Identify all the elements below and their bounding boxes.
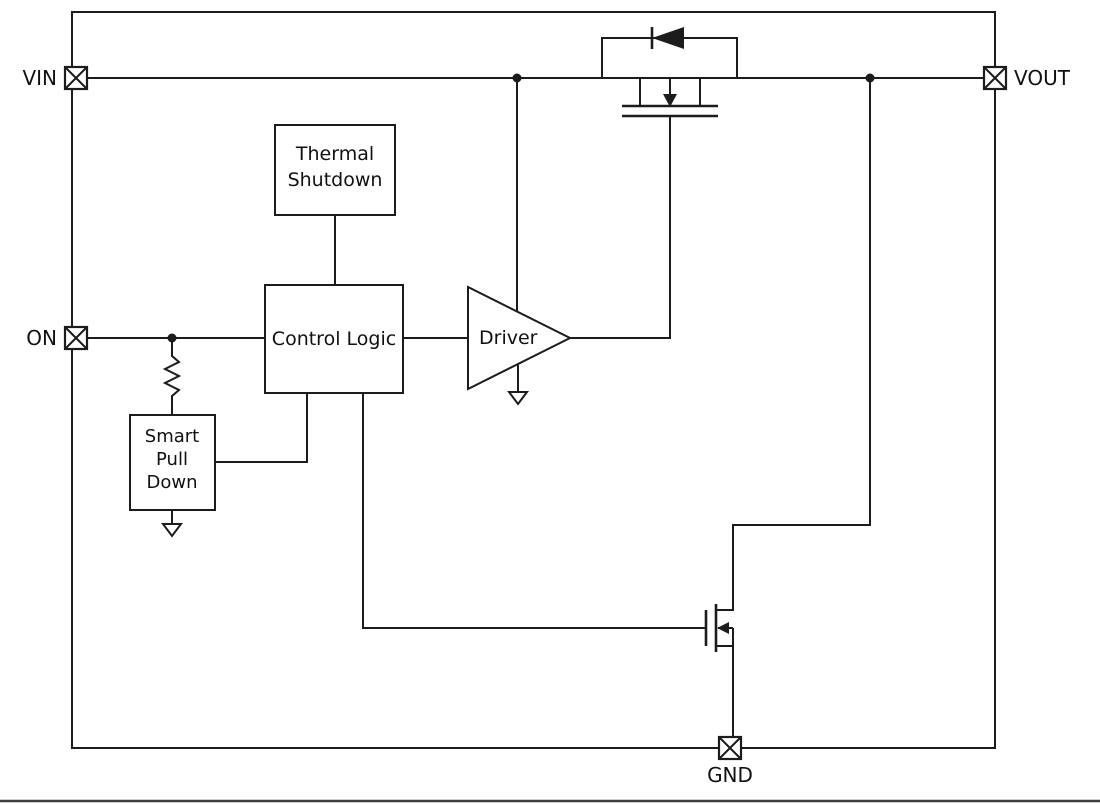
pmos-body-arrow bbox=[663, 94, 677, 107]
pulldown-ground-symbol bbox=[161, 510, 183, 538]
gnd-pin-label: GND bbox=[707, 763, 753, 787]
nmos-body-arrow bbox=[717, 622, 729, 634]
control-logic-block: Control Logic bbox=[264, 284, 404, 394]
thermal-shutdown-block: Thermal Shutdown bbox=[274, 124, 396, 216]
pmos-pass-fet-symbol bbox=[622, 78, 718, 118]
vin-pin-label: VIN bbox=[22, 66, 57, 90]
resistor-symbol bbox=[162, 338, 182, 415]
vout-pin-cross bbox=[983, 66, 1007, 90]
smart-pull-down-box bbox=[129, 414, 216, 511]
smart-pull-down-block: Smart Pull Down bbox=[129, 414, 216, 511]
driver-triangle bbox=[467, 285, 573, 391]
control-logic-label: Control Logic bbox=[272, 328, 396, 350]
vin-pin-cross bbox=[64, 66, 88, 90]
control-to-pulldown-wire bbox=[215, 393, 308, 463]
on-pin: ON bbox=[26, 325, 89, 351]
control-to-discharge-gate-wire bbox=[362, 393, 706, 629]
gnd-pin: GND bbox=[707, 735, 753, 787]
resistor-zigzag bbox=[162, 338, 182, 415]
driver-ground-triangle bbox=[507, 391, 529, 406]
vin-pin: VIN bbox=[22, 65, 89, 91]
driver-to-gate-wire bbox=[570, 116, 671, 339]
body-diode-symbol bbox=[601, 27, 738, 78]
nmos-discharge-fet-symbol bbox=[704, 604, 734, 652]
wires bbox=[87, 77, 984, 737]
device-outline bbox=[71, 11, 996, 749]
junction-dot-driver-supply bbox=[512, 73, 522, 83]
thermal-shutdown-label-line2: Shutdown bbox=[288, 169, 383, 191]
thermal-shutdown-label-line1: Thermal bbox=[295, 143, 374, 165]
junction-dot-vout-sense bbox=[865, 73, 875, 83]
driver-label: Driver bbox=[479, 327, 538, 349]
smart-pull-down-label-line2: Pull bbox=[156, 449, 188, 470]
vout-pin-label: VOUT bbox=[1014, 66, 1071, 90]
control-logic-box bbox=[264, 284, 404, 394]
on-pin-label: ON bbox=[26, 326, 57, 350]
smart-pull-down-label-line3: Down bbox=[146, 472, 197, 493]
on-pin-cross bbox=[64, 326, 88, 350]
junction-dot-on-pulldown bbox=[167, 333, 177, 343]
vout-pin: VOUT bbox=[982, 65, 1071, 91]
vout-to-discharge-fet-wire bbox=[716, 78, 871, 611]
smart-pull-down-label-line1: Smart bbox=[145, 426, 199, 447]
pulldown-ground-triangle bbox=[161, 523, 183, 538]
driver-ground-symbol bbox=[507, 364, 529, 406]
thermal-shutdown-box bbox=[274, 124, 396, 216]
gnd-pin-cross bbox=[718, 736, 742, 760]
driver-block: Driver bbox=[467, 285, 573, 391]
diode-anode-triangle bbox=[652, 27, 684, 49]
